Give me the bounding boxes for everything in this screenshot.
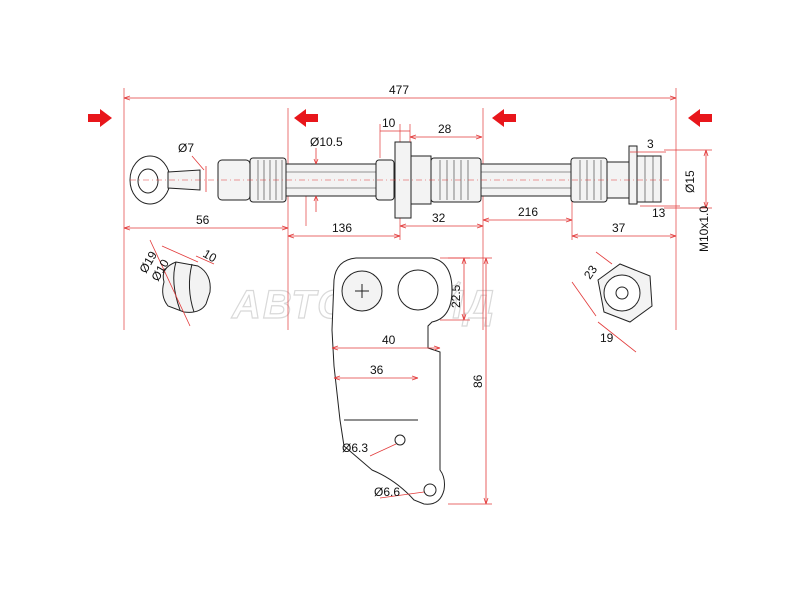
bracket-outline — [331, 257, 453, 505]
direction-arrows — [88, 109, 712, 127]
eye-inner-label: Ø7 — [178, 141, 194, 155]
right-hex-nut — [636, 155, 662, 203]
arrow-right-1 — [88, 109, 112, 127]
bracket-width-36-label: 36 — [370, 363, 384, 377]
left-crimp — [249, 157, 287, 203]
overall-length-label: 477 — [389, 83, 409, 97]
hole-small-label: Ø6.3 — [342, 441, 368, 455]
hex-width-label: 19 — [600, 331, 614, 345]
hex-nut-detail: 23 19 — [571, 251, 653, 353]
segment-216-label: 216 — [518, 205, 538, 219]
eye-to-fitting-label: 56 — [196, 213, 210, 227]
hole-small — [394, 434, 406, 446]
hose-diameter-label: Ø10.5 — [310, 135, 343, 149]
overall-length-dim: 477 — [123, 83, 677, 101]
hex-across-label: 23 — [581, 262, 600, 281]
segment-37-label: 37 — [612, 221, 626, 235]
banjo-eye-detail: Ø19 Ø10 10 — [136, 239, 220, 327]
thread-label: M10x1.0 — [697, 206, 711, 252]
bracket-height-label: 22.5 — [449, 284, 463, 308]
hose-detail-dims: Ø7 Ø10.5 10 28 3 Ø15 M10x1.0 13 — [178, 116, 712, 252]
banjo-eye-hole — [137, 168, 159, 194]
mounting-bracket: 22.5 40 36 86 Ø6.3 Ø6.6 — [331, 257, 492, 505]
collar-width-label: 10 — [382, 116, 396, 130]
hole-bottom — [423, 483, 437, 497]
bracket-hole-large — [397, 269, 439, 311]
arrow-left-3 — [492, 109, 516, 127]
arrow-left-2 — [294, 109, 318, 127]
nut-width-label: 3 — [647, 137, 654, 151]
segment-136-label: 136 — [332, 221, 352, 235]
eye-thickness-label: 10 — [201, 246, 220, 265]
end-diameter-label: Ø15 — [683, 170, 697, 193]
hole-bottom-label: Ø6.6 — [374, 485, 400, 499]
bracket-width-40-label: 40 — [382, 333, 396, 347]
bracket-total-height-label: 86 — [471, 374, 485, 388]
brake-hose — [129, 141, 672, 219]
segment-dims: 56 136 32 216 37 — [123, 205, 677, 239]
fitting-length-label: 28 — [438, 122, 452, 136]
right-clip — [628, 145, 638, 205]
segment-32-label: 32 — [432, 211, 446, 225]
end-flat-label: 13 — [652, 206, 666, 220]
arrow-left-4 — [688, 109, 712, 127]
